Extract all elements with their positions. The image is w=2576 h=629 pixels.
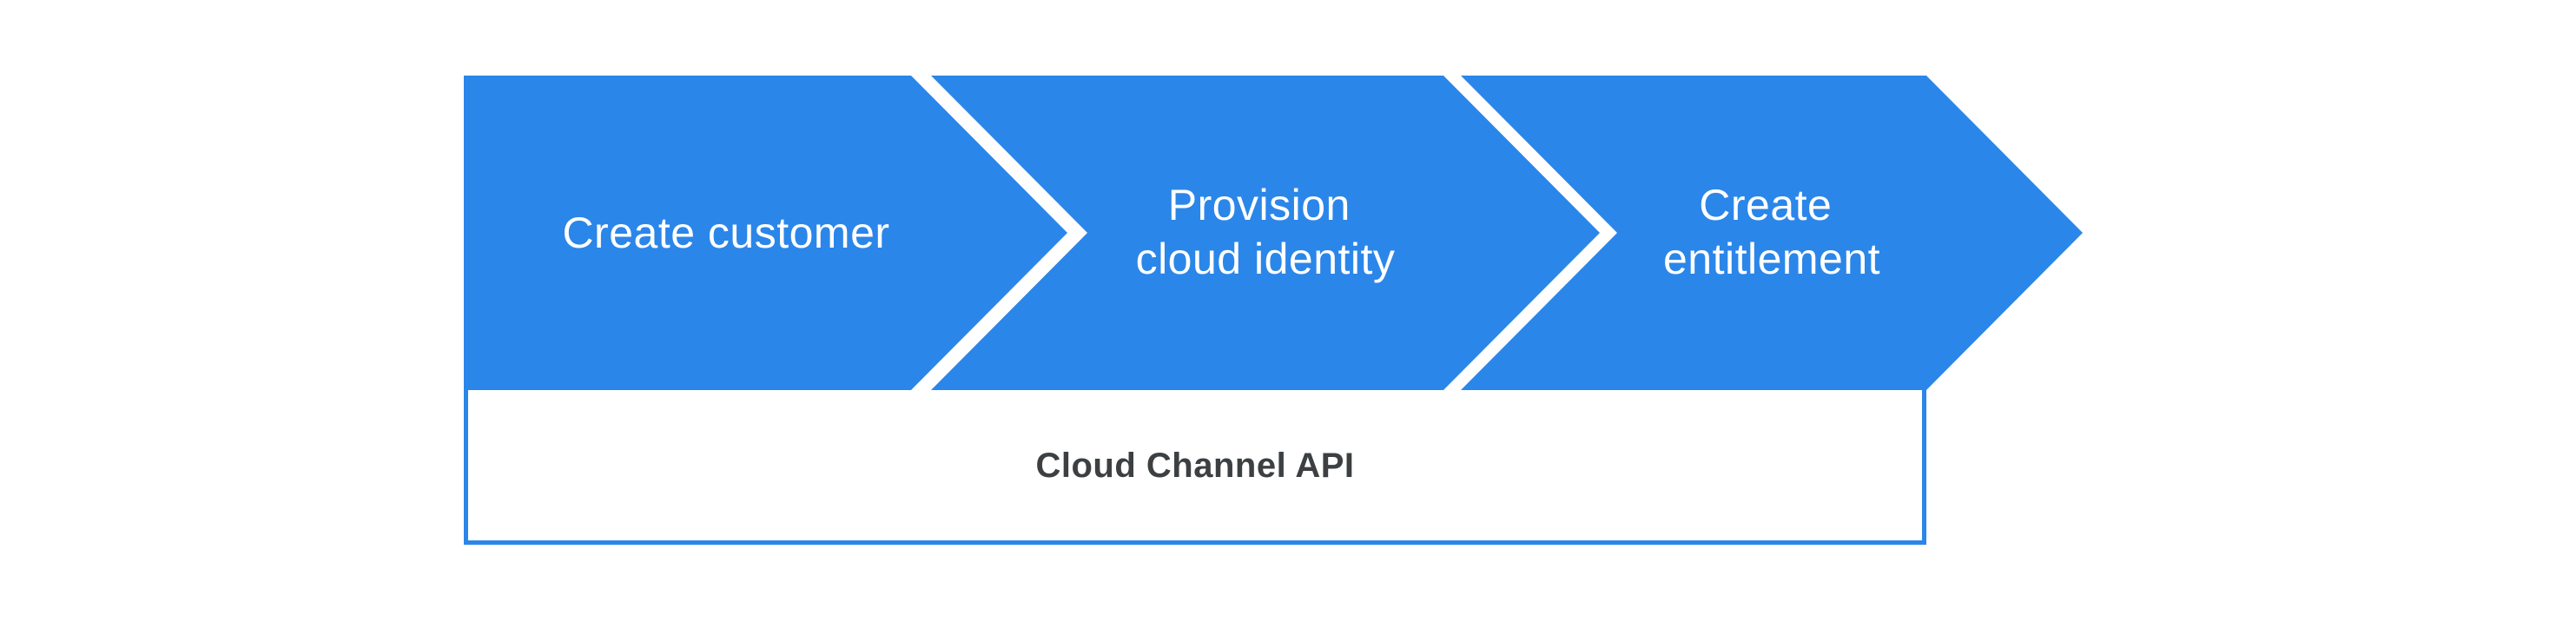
step-label-provision-cloud-identity: Provision cloud identity bbox=[1136, 181, 1396, 283]
step-label-line: Create bbox=[1699, 181, 1832, 229]
step-arrow-create-customer bbox=[464, 76, 1067, 390]
step-label-line: Create customer bbox=[562, 209, 889, 257]
step-label-line: entitlement bbox=[1663, 235, 1880, 283]
step-arrow-provision-cloud-identity bbox=[931, 76, 1600, 390]
step-label-create-entitlement: Create entitlement bbox=[1663, 181, 1880, 283]
api-box bbox=[464, 390, 1926, 545]
api-box-label: Cloud Channel API bbox=[1035, 447, 1354, 485]
step-arrow-create-entitlement bbox=[1461, 76, 2083, 390]
step-label-line: cloud identity bbox=[1136, 235, 1396, 283]
step-label-line: Provision bbox=[1168, 181, 1351, 229]
step-label-create-customer: Create customer bbox=[562, 209, 889, 257]
